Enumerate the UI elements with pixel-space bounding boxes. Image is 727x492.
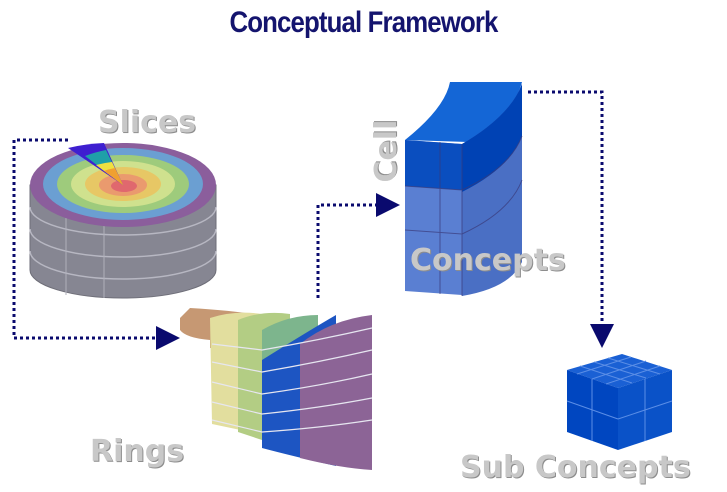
ring-1 [111,180,137,192]
slices-to-rings-connector [12,138,180,350]
rings-wedge [180,308,373,470]
cell-label: Cell [369,119,404,183]
cell-to-sub-connector [528,90,614,348]
cell-top [405,82,522,142]
rings-to-cell-connector [316,193,400,298]
concepts-label: Concepts [410,243,566,278]
slices-label: Slices [98,105,197,140]
slices-cylinder [29,143,217,299]
sub-concepts-label: Sub Concepts [460,450,691,485]
rings-label: Rings [90,434,185,469]
sub-concepts-cube [566,354,673,450]
connectors [12,90,614,350]
cell-column [404,82,523,296]
diagram-title: Conceptual Framework [229,6,498,39]
